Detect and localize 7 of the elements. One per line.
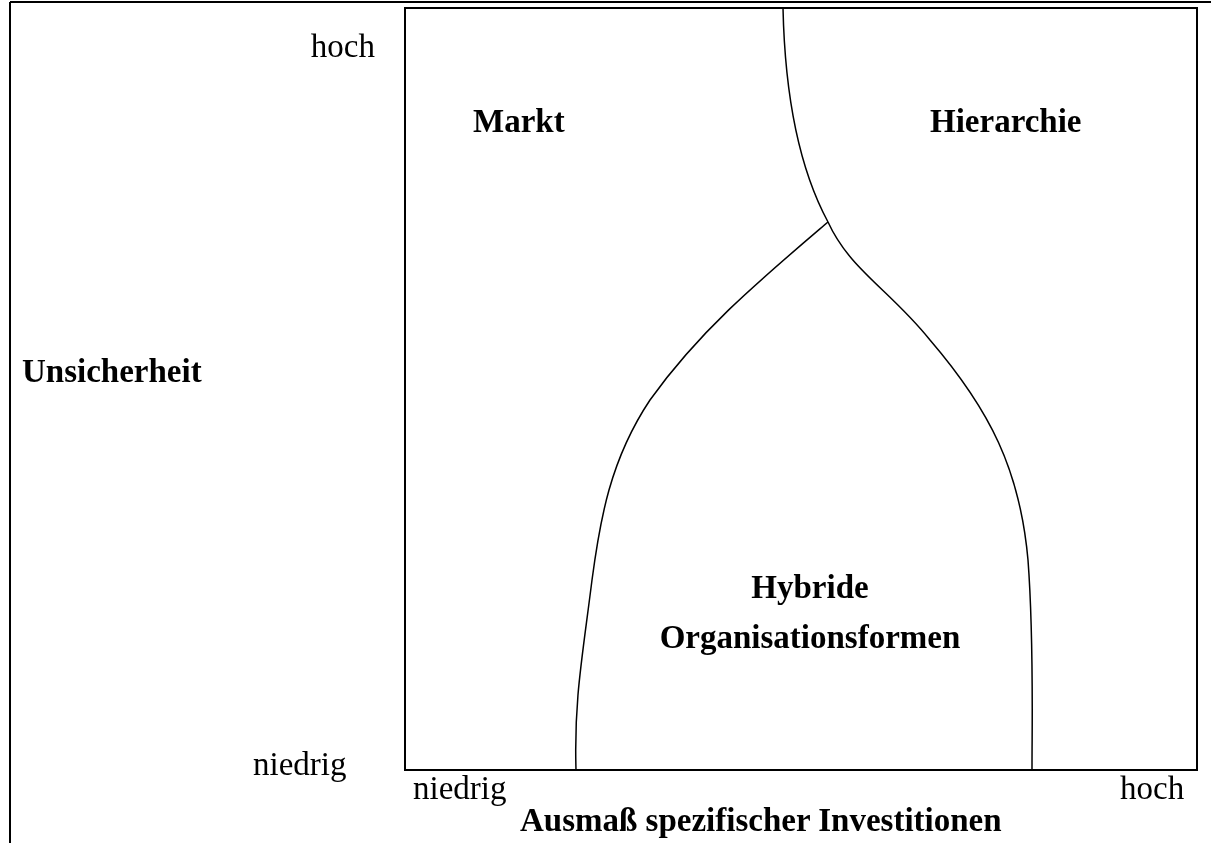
region-label: Hybride Organisationsformen: [658, 568, 962, 657]
region-label: Hierarchie: [930, 102, 1083, 140]
region-label: Markt: [473, 102, 566, 140]
axis-title: Unsicherheit: [22, 352, 203, 390]
axis-tick-label: hoch: [309, 27, 375, 65]
axis-tick-label: hoch: [1120, 774, 1185, 802]
axis-tick-label: niedrig: [253, 745, 348, 783]
